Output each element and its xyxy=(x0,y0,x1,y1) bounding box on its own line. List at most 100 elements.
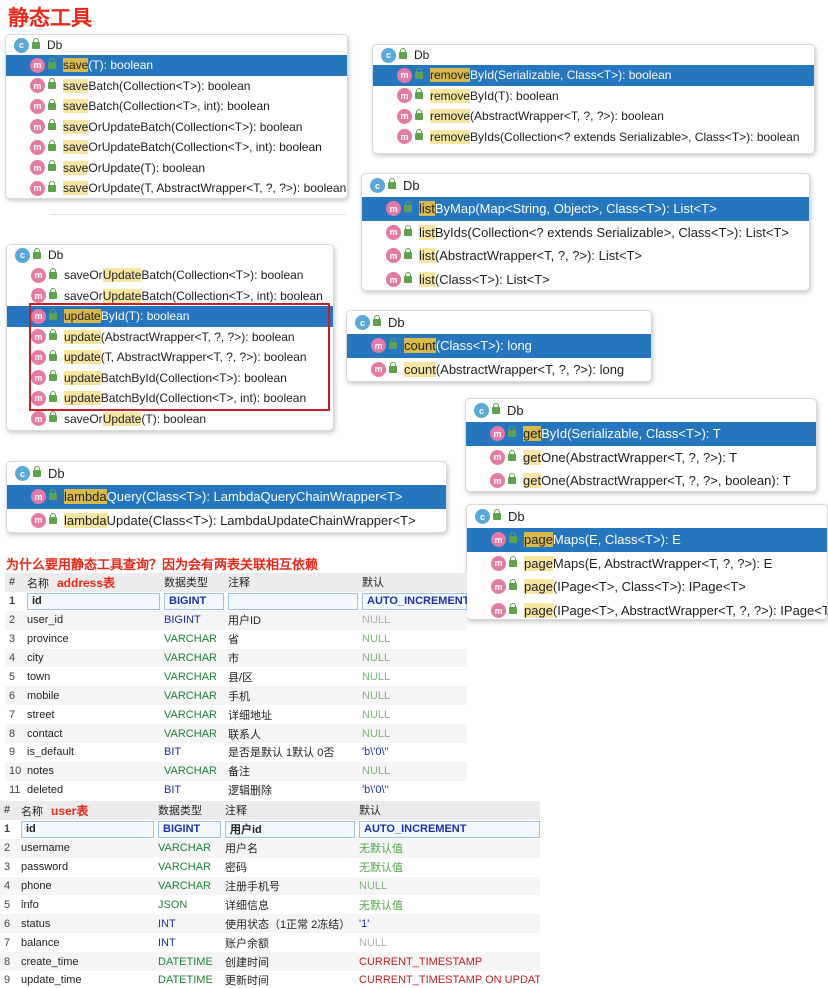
column-default-cell[interactable]: CURRENT_TIMESTAMP ON UPDAT... xyxy=(355,974,540,986)
column-type-cell[interactable]: JSON xyxy=(154,899,221,911)
column-type-cell[interactable]: VARCHAR xyxy=(160,671,224,683)
column-type-cell[interactable]: BIT xyxy=(160,746,224,758)
header-num[interactable]: # xyxy=(0,804,17,816)
column-comment-cell[interactable]: 手机 xyxy=(224,688,358,704)
row-number-cell[interactable]: 3 xyxy=(0,861,17,873)
column-name-cell[interactable]: town xyxy=(23,671,160,683)
row-number-cell[interactable]: 1 xyxy=(0,823,17,835)
column-name-cell[interactable]: province xyxy=(23,633,160,645)
column-default-cell[interactable]: AUTO_INCREMENT xyxy=(358,592,467,610)
column-type-cell[interactable]: VARCHAR xyxy=(154,861,221,873)
column-default-cell[interactable]: NULL xyxy=(355,880,540,892)
column-name-cell[interactable]: contact xyxy=(23,728,160,740)
header-comment[interactable]: 注释 xyxy=(221,802,355,818)
column-default-cell[interactable]: CURRENT_TIMESTAMP xyxy=(355,956,540,968)
column-comment-cell[interactable]: 县/区 xyxy=(224,669,358,685)
column-name-cell[interactable]: is_default xyxy=(23,746,160,758)
column-comment-cell[interactable]: 市 xyxy=(224,650,358,666)
column-default-cell[interactable]: NULL xyxy=(358,690,467,702)
column-comment-cell[interactable]: 注册手机号 xyxy=(221,878,355,894)
column-comment-cell[interactable]: 备注 xyxy=(224,763,358,779)
column-default-cell[interactable]: NULL xyxy=(358,765,467,777)
column-comment-cell[interactable]: 详细地址 xyxy=(224,707,358,723)
column-comment-cell[interactable]: 逻辑删除 xyxy=(224,782,358,798)
column-default-cell[interactable]: AUTO_INCREMENT xyxy=(355,820,540,838)
column-comment-cell[interactable]: 账户余额 xyxy=(221,935,355,951)
row-number-cell[interactable]: 7 xyxy=(5,709,23,721)
row-number-cell[interactable]: 7 xyxy=(0,937,17,949)
row-number-cell[interactable]: 6 xyxy=(0,918,17,930)
column-default-cell[interactable]: NULL xyxy=(355,937,540,949)
column-name-cell[interactable]: update_time xyxy=(17,974,154,986)
column-default-cell[interactable]: NULL xyxy=(358,633,467,645)
row-number-cell[interactable]: 5 xyxy=(5,671,23,683)
column-default-cell[interactable]: NULL xyxy=(358,709,467,721)
column-default-cell[interactable]: NULL xyxy=(358,728,467,740)
column-name-cell[interactable]: phone xyxy=(17,880,154,892)
row-number-cell[interactable]: 6 xyxy=(5,690,23,702)
column-type-cell[interactable]: BIGINT xyxy=(160,614,224,626)
column-default-cell[interactable]: 无默认值 xyxy=(355,859,540,875)
column-type-cell[interactable]: VARCHAR xyxy=(160,709,224,721)
column-comment-cell[interactable]: 密码 xyxy=(221,859,355,875)
column-default-cell[interactable]: '1' xyxy=(355,918,540,930)
column-name-cell[interactable]: info xyxy=(17,899,154,911)
column-type-cell[interactable]: VARCHAR xyxy=(154,842,221,854)
column-name-cell[interactable]: password xyxy=(17,861,154,873)
header-type[interactable]: 数据类型 xyxy=(160,574,224,590)
column-default-cell[interactable]: NULL xyxy=(358,614,467,626)
row-number-cell[interactable]: 3 xyxy=(5,633,23,645)
column-type-cell[interactable]: INT xyxy=(154,937,221,949)
column-type-cell[interactable]: VARCHAR xyxy=(154,880,221,892)
row-number-cell[interactable]: 9 xyxy=(5,746,23,758)
column-default-cell[interactable]: 'b\'0\'' xyxy=(358,784,467,796)
column-type-cell[interactable]: BIGINT xyxy=(160,592,224,610)
column-name-cell[interactable]: id xyxy=(17,820,154,838)
row-number-cell[interactable]: 1 xyxy=(5,595,23,607)
column-comment-cell[interactable]: 创建时间 xyxy=(221,954,355,970)
row-number-cell[interactable]: 10 xyxy=(5,765,23,777)
column-comment-cell[interactable]: 使用状态（1正常 2冻结） xyxy=(221,916,355,932)
column-name-cell[interactable]: notes xyxy=(23,765,160,777)
column-name-cell[interactable]: mobile xyxy=(23,690,160,702)
